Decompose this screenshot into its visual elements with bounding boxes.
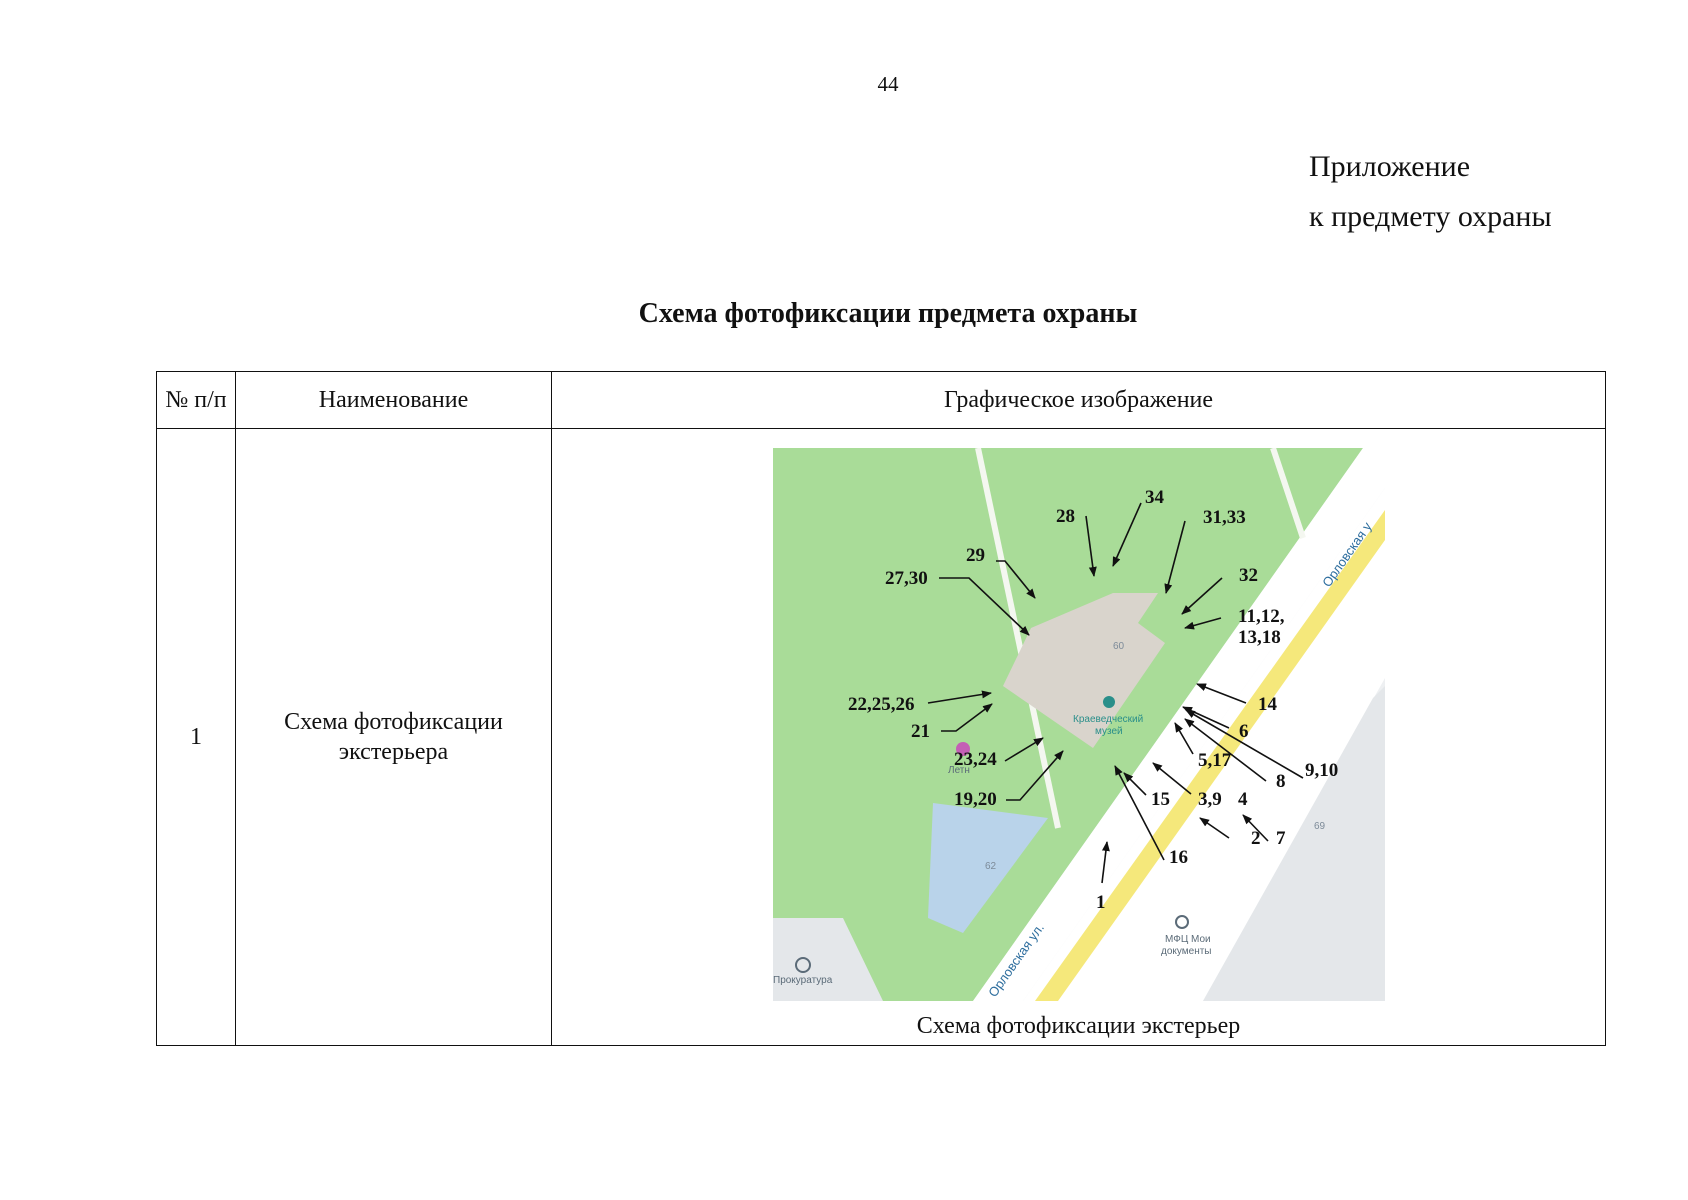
header-name: Наименование: [235, 371, 552, 429]
label-22-25-26: 22,25,26: [848, 694, 915, 715]
poi-museum: Краеведческий: [1073, 714, 1143, 725]
arrow-8: [1183, 717, 1266, 782]
theatre-icon: [955, 741, 970, 756]
label-7: 7: [1276, 828, 1286, 849]
label-2: 2: [1251, 828, 1261, 849]
arrow-16: [1113, 764, 1165, 860]
arrow-32: [1180, 576, 1223, 615]
museum-icon: [1102, 695, 1115, 708]
building-number: 69: [1314, 821, 1326, 832]
arrow-7: [1241, 813, 1269, 842]
main-road: [1022, 487, 1385, 1001]
poi-prosecutor: Прокуратура: [773, 975, 833, 986]
poi-mfc-2: документы: [1161, 946, 1212, 957]
arrow-3-9: [1151, 761, 1192, 795]
poi-museum-2: музей: [1095, 726, 1123, 737]
arrow-22-25-26: [927, 689, 992, 704]
label-16: 16: [1169, 847, 1188, 868]
map-svg: 60 62 69 Краеведческий музей Летн МФЦ Мо…: [772, 447, 1385, 1001]
label-9-10: 9,10: [1305, 760, 1338, 781]
park-path: [974, 447, 1061, 829]
block-prosecutor: [772, 917, 883, 1001]
photo-arrows: [927, 502, 1303, 883]
arrow-28: [1084, 515, 1097, 577]
block-69: [1202, 685, 1385, 1001]
arrow-31-33: [1163, 520, 1186, 594]
label-13-18: 13,18: [1238, 627, 1281, 648]
arrow-19-20: [1005, 749, 1064, 801]
arrow-29: [995, 559, 1036, 599]
row-number: 1: [156, 428, 236, 1046]
appendix-line-2: к предмету охраны: [1309, 200, 1552, 233]
photo-scheme-map: 60 62 69 Краеведческий музей Летн МФЦ Мо…: [772, 447, 1385, 1001]
header-num: № п/п: [156, 371, 236, 429]
label-11-12: 11,12,: [1238, 606, 1285, 627]
building-number: 60: [1113, 641, 1125, 652]
prosecutor-icon: [794, 956, 811, 973]
label-1: 1: [1096, 892, 1106, 913]
row-name: Схема фотофиксации экстерьера: [235, 428, 552, 1046]
arrow-14: [1195, 682, 1246, 704]
image-cell: 60 62 69 Краеведческий музей Летн МФЦ Мо…: [551, 428, 1606, 1046]
document-title: Схема фотофиксации предмета охраны: [638, 298, 1138, 329]
label-3-9: 3,9: [1198, 789, 1222, 810]
water-area: [927, 802, 1048, 933]
appendix-note: Приложение к предмету охраны: [1309, 142, 1552, 242]
table-row: 1 Схема фотофиксации экстерьера: [156, 428, 1606, 1046]
label-27-30: 27,30: [885, 568, 928, 589]
highlighted-street: [1034, 509, 1385, 1001]
building-number: 62: [985, 861, 997, 872]
label-31-33: 31,33: [1203, 507, 1246, 528]
label-4: 4: [1238, 789, 1248, 810]
label-34: 34: [1145, 487, 1165, 508]
arrow-15: [1122, 771, 1147, 796]
label-32: 32: [1239, 565, 1258, 586]
label-8: 8: [1276, 771, 1286, 792]
arrow-1: [1100, 840, 1110, 883]
arrow-34: [1111, 502, 1142, 567]
label-15: 15: [1151, 789, 1170, 810]
label-28: 28: [1056, 506, 1075, 527]
label-29: 29: [966, 545, 985, 566]
arrow-9-10: [1184, 708, 1303, 779]
page-number: 44: [877, 72, 899, 96]
arrow-27-30: [938, 576, 1030, 636]
poi-summer: Летн: [948, 765, 970, 776]
image-caption: Схема фотофиксации экстерьер: [916, 1012, 1241, 1039]
mfc-icon: [1174, 914, 1189, 929]
arrow-2: [1198, 816, 1229, 839]
appendix-line-1: Приложение: [1309, 150, 1471, 183]
photo-scheme-table: № п/п Наименование Графическое изображен…: [156, 371, 1606, 1046]
arrow-21: [940, 702, 993, 732]
label-19-20: 19,20: [954, 789, 997, 810]
label-23-24: 23,24: [954, 749, 997, 770]
label-21: 21: [911, 721, 930, 742]
arrow-23-24: [1004, 736, 1044, 762]
label-6: 6: [1239, 721, 1249, 742]
label-14: 14: [1258, 694, 1278, 715]
arrow-5-17: [1173, 721, 1194, 754]
header-image: Графическое изображение: [551, 371, 1606, 429]
table-header-row: № п/п Наименование Графическое изображен…: [156, 371, 1606, 429]
park-path: [1269, 447, 1306, 539]
label-5-17: 5,17: [1198, 750, 1232, 771]
arrow-11-18: [1183, 616, 1221, 629]
museum-building: [1002, 592, 1165, 748]
poi-mfc: МФЦ Мои: [1165, 934, 1211, 945]
